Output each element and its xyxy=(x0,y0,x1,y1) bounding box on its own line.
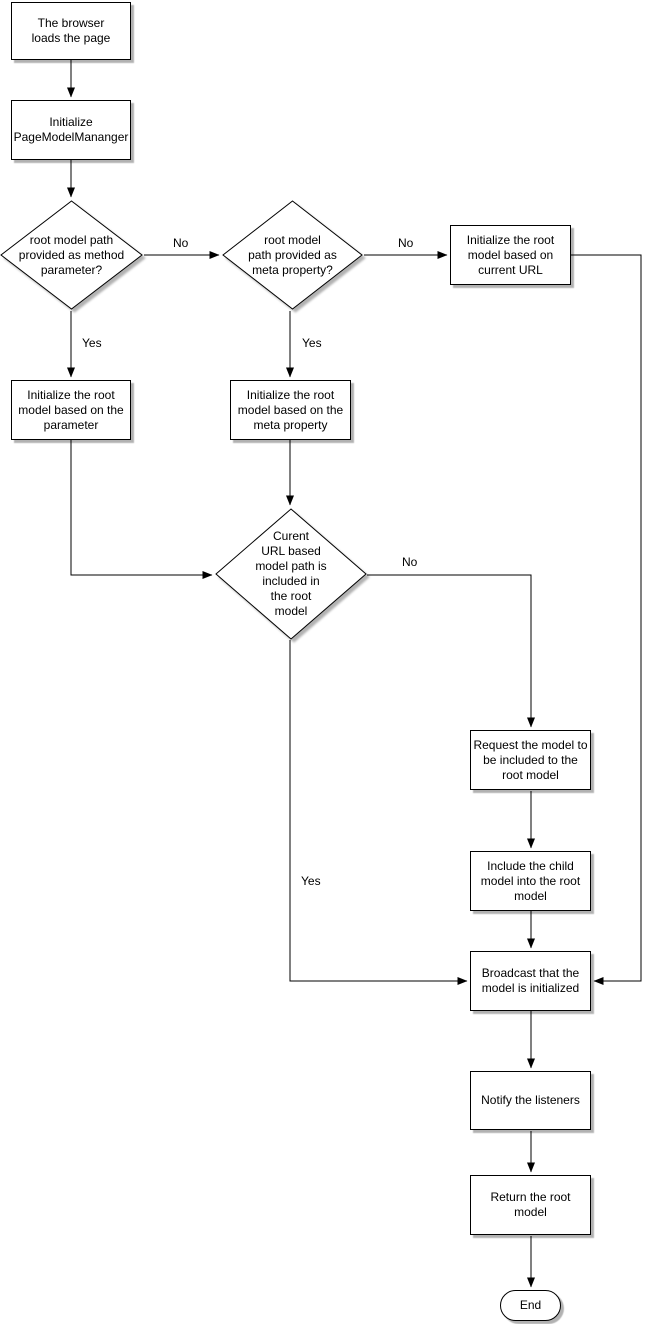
edge-label-method-param-no: No xyxy=(172,236,190,250)
node-broadcast-initialized-label: Broadcast that the model is initialized xyxy=(481,966,580,995)
node-init-page-model-manager-label: Initialize PageModelMananger xyxy=(13,115,129,144)
node-end-label: End xyxy=(519,1298,542,1312)
node-browser-loads-label: The browser loads the page xyxy=(31,16,111,45)
node-decision-method-parameter: root model path provided as method param… xyxy=(0,200,143,310)
node-include-child-label: Include the child model into the root mo… xyxy=(480,858,581,903)
node-end-terminator: End xyxy=(500,1290,561,1321)
node-init-from-meta-label: Initialize the root model based on the m… xyxy=(237,387,344,432)
edge-label-included-yes: Yes xyxy=(300,874,322,888)
node-init-from-param-label: Initialize the root model based on the p… xyxy=(18,387,124,432)
edge-included-yes-to-broadcast xyxy=(289,640,468,985)
node-init-from-url: Initialize the root model based on curre… xyxy=(450,225,571,285)
node-request-model: Request the model to be included to the … xyxy=(470,730,591,790)
node-browser-loads: The browser loads the page xyxy=(11,2,131,60)
edge-init-param-to-included-decision xyxy=(70,440,213,579)
node-decision-url-path-included: Curent URL based model path is included … xyxy=(215,508,367,640)
edge-label-meta-property-no: No xyxy=(397,236,415,250)
node-return-root-model: Return the root model xyxy=(470,1175,591,1235)
node-include-child: Include the child model into the root mo… xyxy=(470,851,591,911)
node-notify-listeners: Notify the listeners xyxy=(470,1071,591,1130)
diamond-shape xyxy=(0,200,143,310)
node-init-from-meta: Initialize the root model based on the m… xyxy=(230,380,351,440)
node-return-root-model-label: Return the root model xyxy=(490,1190,571,1219)
node-broadcast-initialized: Broadcast that the model is initialized xyxy=(470,951,591,1011)
node-init-from-url-label: Initialize the root model based on curre… xyxy=(466,232,555,277)
edge-label-included-no: No xyxy=(401,555,419,569)
node-notify-listeners-label: Notify the listeners xyxy=(481,1093,580,1107)
edge-included-no-to-request xyxy=(367,574,535,728)
edge-label-meta-property-yes: Yes xyxy=(301,336,323,350)
node-init-from-param: Initialize the root model based on the p… xyxy=(11,380,131,440)
diamond-shape xyxy=(222,200,363,310)
node-request-model-label: Request the model to be included to the … xyxy=(473,737,588,782)
node-decision-url-path-included-label: Curent URL based model path is included … xyxy=(255,529,327,618)
edge-init-url-to-broadcast xyxy=(571,254,642,985)
diamond-shape xyxy=(215,508,367,640)
node-decision-meta-property: root model path provided as meta propert… xyxy=(222,200,363,310)
edge-label-method-param-yes: Yes xyxy=(81,336,103,350)
node-decision-method-parameter-label: root model path provided as method param… xyxy=(18,232,125,277)
node-init-page-model-manager: Initialize PageModelMananger xyxy=(11,100,131,160)
node-decision-meta-property-label: root model path provided as meta propert… xyxy=(248,232,337,277)
